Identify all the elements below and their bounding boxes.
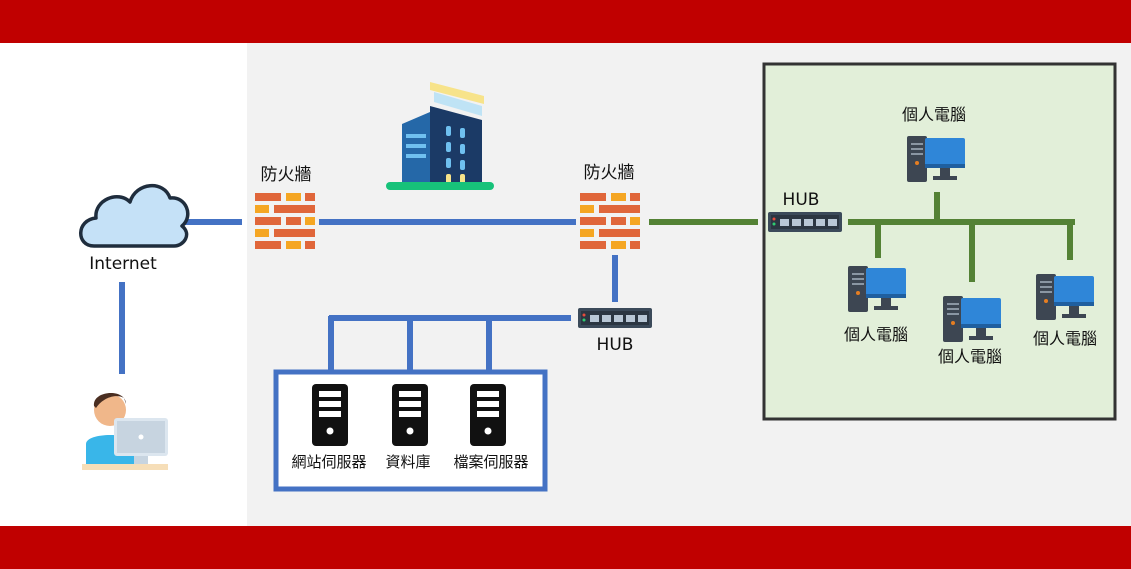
file-server-label: 檔案伺服器 (453, 453, 528, 471)
web-server-label: 網站伺服器 (291, 453, 366, 471)
dmz-hub-icon (578, 308, 652, 328)
pc-top-label: 個人電腦 (902, 105, 966, 124)
dmz-hub-label: HUB (597, 335, 634, 355)
firewall-2-label: 防火牆 (584, 163, 635, 183)
lan-hub-icon (768, 212, 842, 232)
web-server-icon (312, 384, 348, 446)
top-banner (0, 0, 1131, 43)
firewall-1-label: 防火牆 (261, 165, 312, 185)
green-links (649, 192, 1075, 282)
lan-hub-label: HUB (783, 190, 820, 210)
bottom-banner (0, 526, 1131, 569)
database-label: 資料庫 (385, 453, 430, 471)
blue-links (119, 219, 618, 374)
cloud-icon (79, 183, 190, 248)
pc-2-label: 個人電腦 (938, 347, 1002, 366)
pc-1-label: 個人電腦 (844, 325, 908, 344)
database-server-icon (392, 384, 428, 446)
file-server-icon (470, 384, 506, 446)
building-icon (386, 82, 494, 190)
user-at-computer-icon (82, 392, 168, 470)
internet-label: Internet (89, 254, 157, 274)
internal-lan-box (762, 62, 1117, 421)
pc-3-label: 個人電腦 (1033, 329, 1097, 348)
